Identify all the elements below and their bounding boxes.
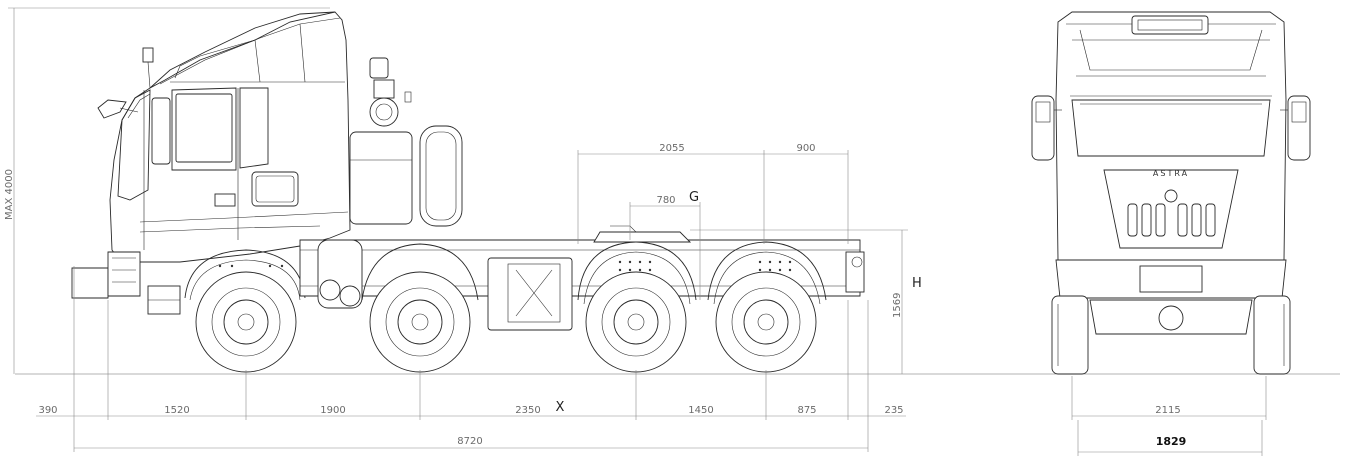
- g-dimension: 780 G: [629, 190, 701, 300]
- bottom-dimensions: 390 1520 1900 2350 1450 875 235 X: [36, 266, 906, 452]
- dim-2350: 2350: [515, 405, 540, 416]
- grille-bars: [1127, 203, 1216, 237]
- dim-2055: 2055: [659, 143, 684, 154]
- dim-780: 780: [656, 195, 675, 206]
- dim-1829: 1829: [1156, 435, 1187, 448]
- truck-front-view: ASTRA: [1031, 11, 1311, 375]
- front-width-dimension: 2115: [1071, 376, 1267, 420]
- dim-8720: 8720: [457, 436, 482, 447]
- wheel-front-1: [195, 271, 297, 373]
- dim-1450: 1450: [688, 405, 713, 416]
- dim-2115: 2115: [1155, 405, 1180, 416]
- wheel-front-2: [369, 271, 471, 373]
- truck-side-view: [71, 11, 865, 373]
- dim-235: 235: [884, 405, 903, 416]
- x-label: X: [556, 400, 565, 415]
- h-dimension: 1569 H: [690, 229, 922, 374]
- max-height-label: MAX 4000: [4, 169, 15, 220]
- front-track-dimension: 1829: [1077, 420, 1263, 456]
- front-brand-text: ASTRA: [1153, 169, 1189, 178]
- upper-dimensions: 2055 900: [577, 143, 849, 244]
- h-label: H: [912, 276, 922, 291]
- max-height-dimension: MAX 4000: [4, 7, 330, 374]
- wheel-rear-2: [715, 271, 817, 373]
- dim-875: 875: [797, 405, 816, 416]
- total-length-dimension: 8720: [74, 436, 868, 449]
- dim-390: 390: [38, 405, 57, 416]
- dim-1569: 1569: [892, 293, 903, 318]
- dim-1900: 1900: [320, 405, 345, 416]
- dim-1520: 1520: [164, 405, 189, 416]
- rivet-pattern: [218, 260, 792, 272]
- dim-900: 900: [796, 143, 815, 154]
- wheel-rear-1: [585, 271, 687, 373]
- g-label: G: [689, 190, 699, 205]
